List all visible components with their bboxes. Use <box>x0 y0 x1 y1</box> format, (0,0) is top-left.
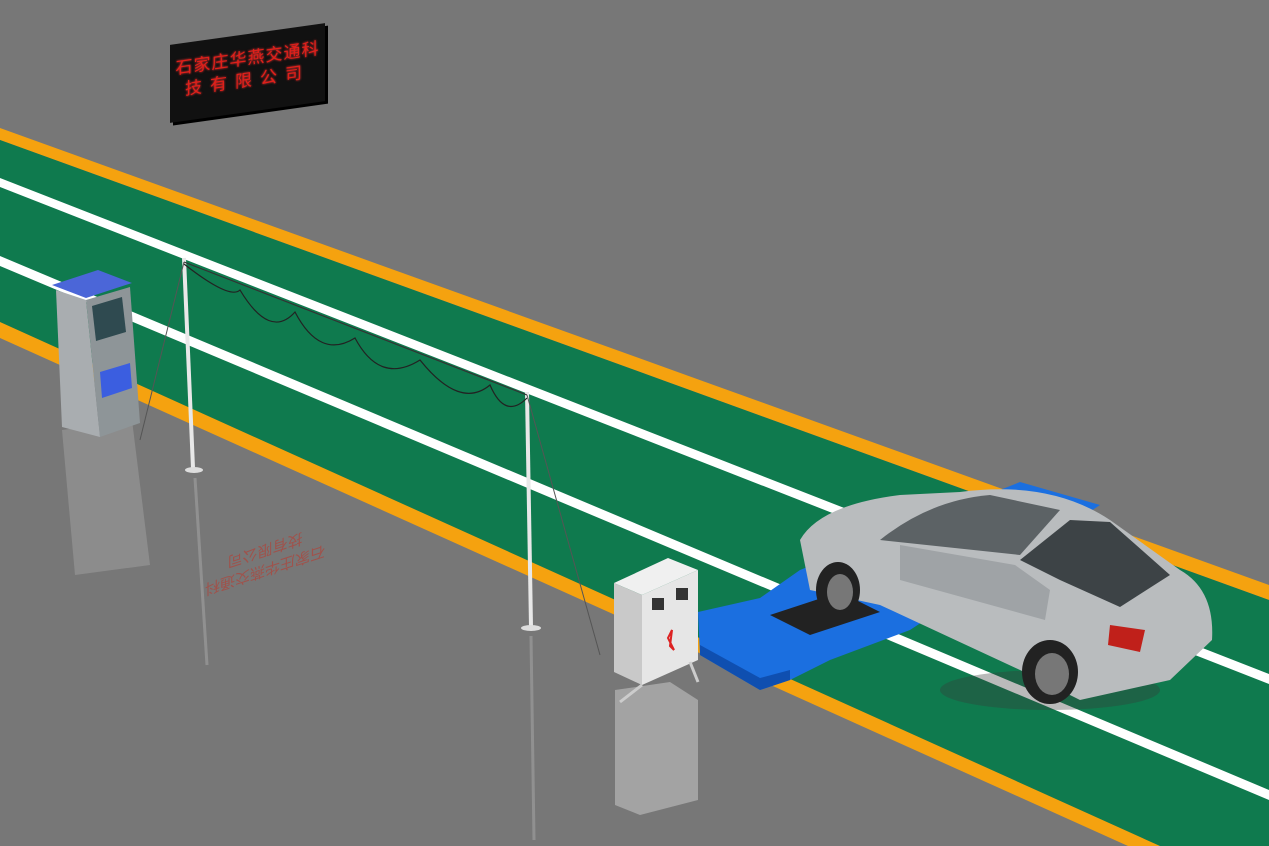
kiosk-reflection <box>62 420 150 575</box>
hanging-cable <box>183 263 528 408</box>
pole-right <box>521 391 541 841</box>
orange-edge-top <box>0 128 1269 600</box>
pole-left <box>182 257 209 666</box>
car <box>800 489 1213 710</box>
green-lane <box>0 140 1269 846</box>
kiosk <box>52 270 140 437</box>
control-cabinet <box>614 558 700 704</box>
guy-wire-right <box>526 394 601 656</box>
lane-line-2 <box>0 256 1269 800</box>
overhead-cable <box>183 261 528 396</box>
guy-wire-left <box>139 261 185 441</box>
cabinet-reflection <box>615 682 698 815</box>
